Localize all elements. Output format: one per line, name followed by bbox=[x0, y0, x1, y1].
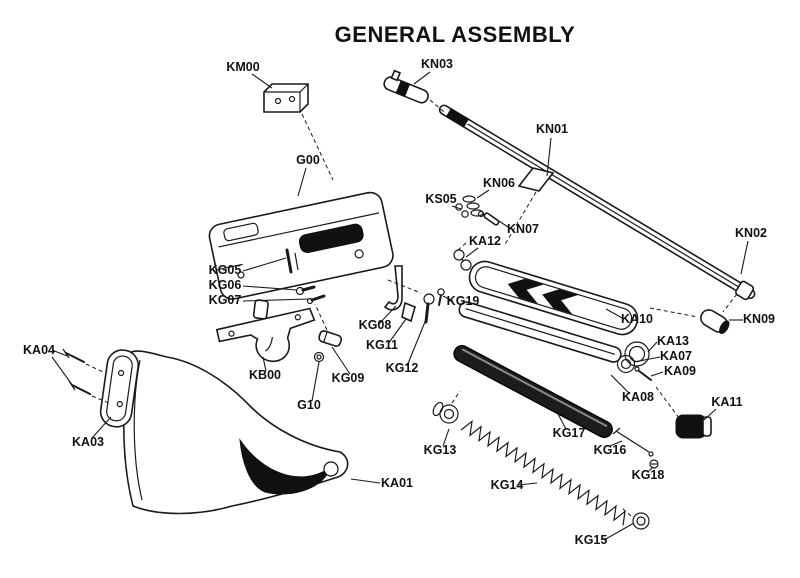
part-kn09-drawing bbox=[700, 309, 730, 334]
part-kg14-spring-drawing bbox=[460, 420, 626, 526]
part-kn03-drawing bbox=[383, 69, 429, 104]
part-label-g00: G00 bbox=[296, 153, 320, 167]
part-label-ka11: KA11 bbox=[711, 395, 742, 409]
part-ka07-drawing bbox=[616, 354, 636, 374]
part-ka09-drawing bbox=[634, 366, 652, 381]
part-ka11-bolt-drawing bbox=[675, 414, 712, 439]
part-label-kn07: KN07 bbox=[507, 222, 539, 236]
part-kg13-drawing bbox=[432, 401, 459, 424]
part-label-kg14: KG14 bbox=[491, 478, 524, 492]
part-label-kg19: KG19 bbox=[447, 294, 480, 308]
part-label-ka04: KA04 bbox=[23, 343, 55, 357]
part-label-kg15: KG15 bbox=[575, 533, 608, 547]
part-kg17-tube-drawing bbox=[453, 345, 613, 439]
part-kn06-drawing bbox=[462, 195, 484, 217]
part-label-ka07: KA07 bbox=[660, 349, 692, 363]
part-label-kn06: KN06 bbox=[483, 176, 515, 190]
part-label-ka08: KA08 bbox=[622, 390, 654, 404]
part-ka10-forend-drawing bbox=[468, 260, 639, 336]
part-label-kb00: KB00 bbox=[249, 368, 281, 382]
part-label-kg11: KG11 bbox=[366, 338, 398, 352]
part-g00-receiver-drawing bbox=[208, 191, 394, 300]
part-kg09-drawing bbox=[318, 330, 343, 347]
part-kg11-drawing bbox=[401, 301, 416, 323]
part-label-kg16: KG16 bbox=[594, 443, 627, 457]
part-ka08-action-bars-drawing bbox=[458, 301, 622, 363]
part-label-kg12: KG12 bbox=[386, 361, 419, 375]
part-label-kg18: KG18 bbox=[632, 468, 665, 482]
part-ks05-drawing bbox=[455, 203, 469, 218]
part-label-km00: KM00 bbox=[226, 60, 259, 74]
part-label-kn02: KN02 bbox=[735, 226, 767, 240]
part-kg05-drawing bbox=[285, 248, 299, 274]
part-km00-drawing bbox=[263, 83, 309, 113]
part-label-kn03: KN03 bbox=[421, 57, 453, 71]
part-kg16-drawing bbox=[612, 427, 654, 457]
part-label-ka01: KA01 bbox=[381, 476, 413, 490]
part-label-g10: G10 bbox=[297, 398, 321, 412]
part-label-kg08: KG08 bbox=[359, 318, 392, 332]
part-label-ka09: KA09 bbox=[664, 364, 696, 378]
part-ka13-drawing bbox=[624, 341, 650, 367]
part-label-kn09: KN09 bbox=[743, 312, 775, 326]
part-label-kg17: KG17 bbox=[553, 426, 586, 440]
part-kg12-drawing bbox=[423, 293, 435, 324]
part-kg15-drawing bbox=[632, 512, 650, 530]
part-label-kg09: KG09 bbox=[332, 371, 365, 385]
part-kn06-plate-drawing bbox=[517, 167, 555, 192]
part-ka12-drawing bbox=[453, 249, 472, 271]
part-kg08-drawing bbox=[383, 265, 403, 311]
part-label-ka10: KA10 bbox=[621, 312, 653, 326]
part-kg19-drawing bbox=[437, 288, 445, 306]
assembly-dashed-lines bbox=[85, 99, 738, 517]
leader-lines bbox=[51, 71, 749, 541]
part-labels: KM00 KN03 KN01 KN02 KN09 G00 KN06 KS05 K… bbox=[23, 57, 775, 547]
diagram-title: GENERAL ASSEMBLY bbox=[335, 22, 576, 47]
part-label-kn01: KN01 bbox=[536, 122, 568, 136]
part-label-kg13: KG13 bbox=[424, 443, 457, 457]
part-ka01-stock-drawing bbox=[122, 350, 349, 515]
part-kb00-trigger-group-drawing bbox=[215, 299, 316, 363]
part-kn01-barrel-drawing bbox=[438, 104, 756, 301]
part-ka03-pad-drawing bbox=[99, 349, 140, 428]
part-label-kg07: KG07 bbox=[209, 293, 242, 307]
part-label-ka03: KA03 bbox=[72, 435, 104, 449]
part-label-kg05: KG05 bbox=[209, 263, 242, 277]
part-kg18-drawing bbox=[649, 459, 659, 469]
part-label-kg06: KG06 bbox=[209, 278, 242, 292]
part-label-ka12: KA12 bbox=[469, 234, 501, 248]
part-kn07-drawing bbox=[477, 210, 500, 226]
part-g10-drawing bbox=[313, 351, 325, 363]
part-kg06-drawing bbox=[295, 285, 316, 296]
part-label-ka13: KA13 bbox=[657, 334, 689, 348]
part-kg07-drawing bbox=[306, 294, 326, 305]
part-label-ks05: KS05 bbox=[425, 192, 456, 206]
